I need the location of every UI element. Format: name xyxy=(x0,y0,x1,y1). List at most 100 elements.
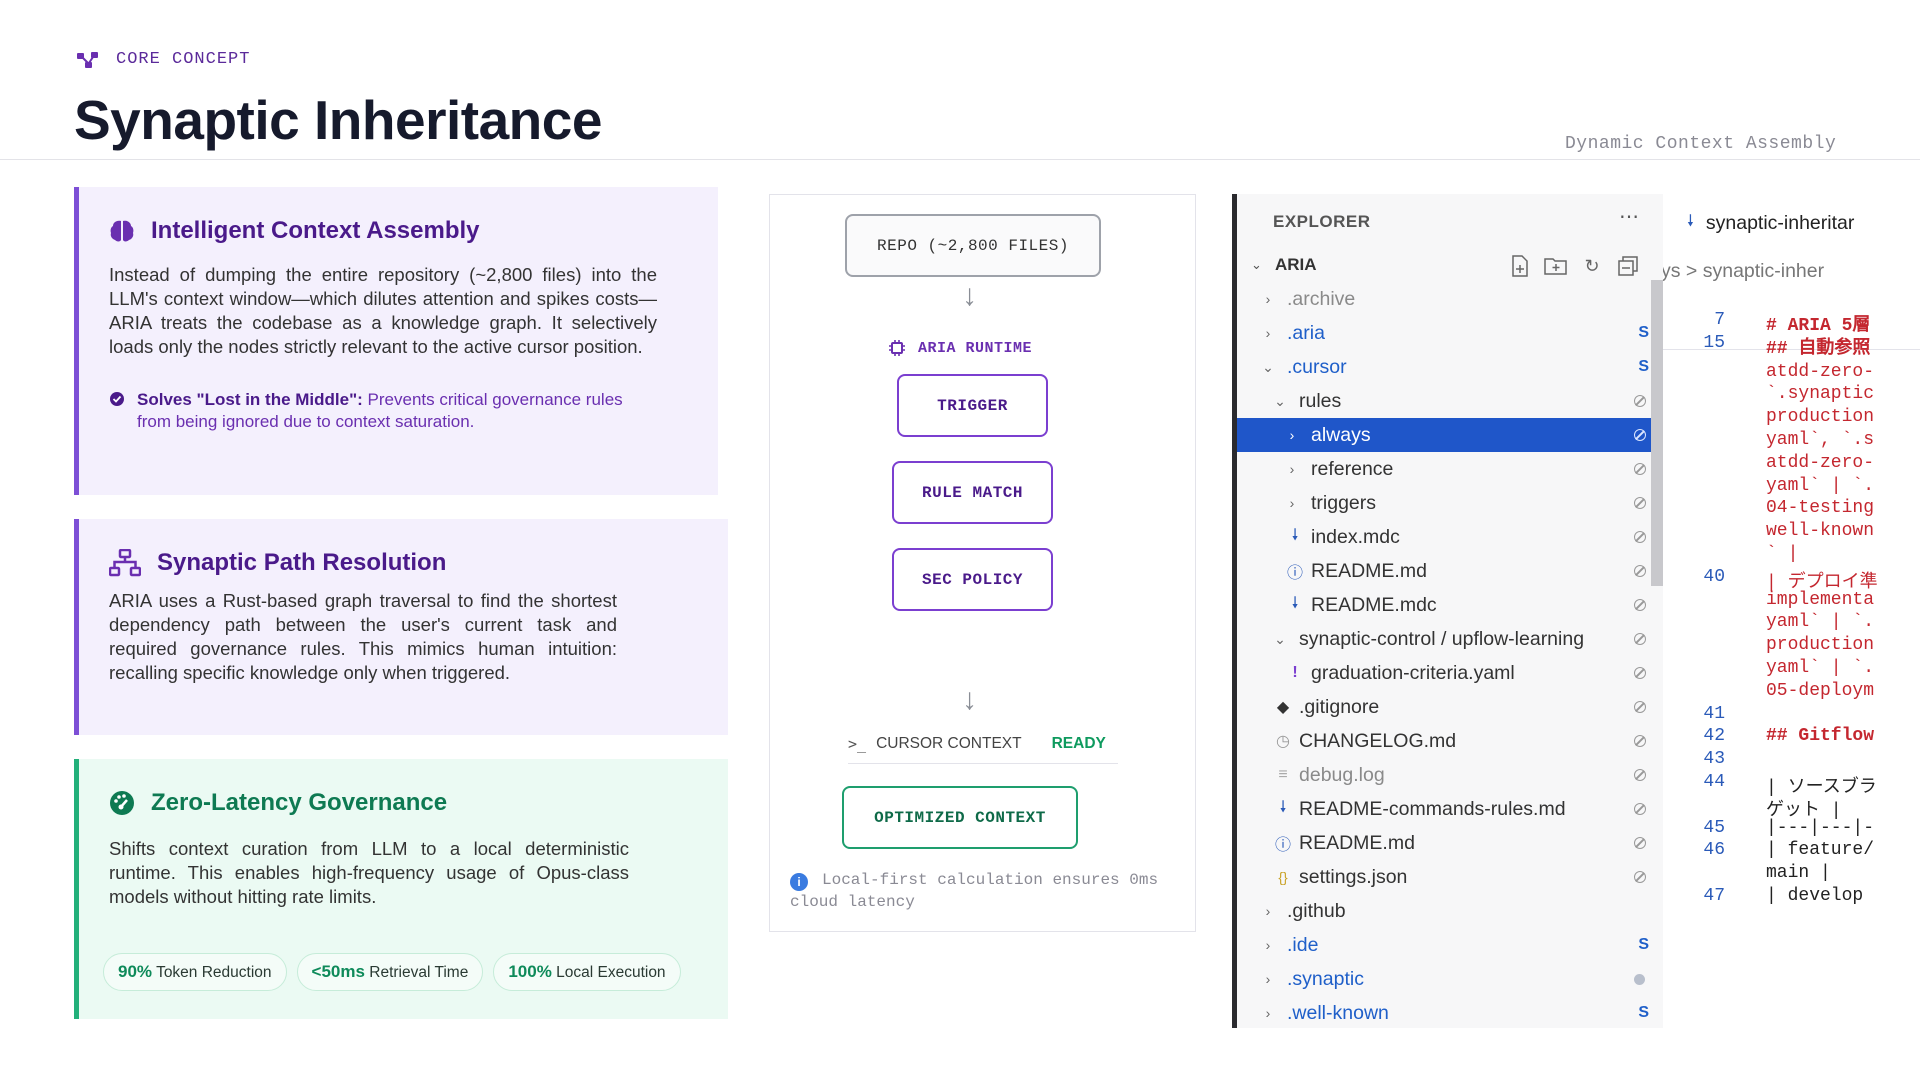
code-line: ## Gitflow xyxy=(1766,726,1875,747)
code-line: # ARIA 5層 xyxy=(1766,316,1871,336)
tree-item-gitignore[interactable]: ◆.gitignore xyxy=(1237,690,1663,724)
code-line: production xyxy=(1766,635,1875,656)
markdown-down-icon: 🠗 xyxy=(1687,213,1694,230)
markdown-down-icon: 🠗 xyxy=(1291,526,1299,544)
card-zero-latency: Zero-Latency Governance Shifts context c… xyxy=(74,759,728,1019)
sec-policy-node: SEC POLICY xyxy=(892,548,1053,611)
line-number: 46 xyxy=(1703,840,1725,861)
ignored-icon xyxy=(1634,395,1646,407)
stats-row: 90% Token Reduction <50ms Retrieval Time… xyxy=(103,953,681,991)
chip-icon xyxy=(889,340,905,356)
tree-item-github[interactable]: ›.github xyxy=(1265,899,1346,922)
clock-icon: ◷ xyxy=(1276,733,1290,750)
card-title: Zero-Latency Governance xyxy=(151,789,448,816)
code-line: 04-testing xyxy=(1766,498,1875,519)
refresh-icon[interactable]: ↻ xyxy=(1584,255,1600,276)
cursor-context-row: >_ CURSOR CONTEXT READY xyxy=(848,735,1118,764)
tree-item-readme-commands[interactable]: 🠗README-commands-rules.md xyxy=(1237,792,1663,826)
editor-tab[interactable]: 🠗synaptic-inheritar xyxy=(1687,210,1854,237)
json-icon: {} xyxy=(1278,869,1288,885)
tree-item-always[interactable]: ›always xyxy=(1237,418,1663,452)
code-line: ` | xyxy=(1766,544,1799,564)
brain-icon xyxy=(110,220,134,242)
file-explorer: EXPLORER ⋯ ⌄ ARIA ↻ ›.archive ›.aria S ⌄… xyxy=(1232,194,1663,1028)
ready-status: READY xyxy=(1051,735,1106,752)
yaml-icon: ! xyxy=(1292,664,1298,681)
code-line: atdd-zero- xyxy=(1766,361,1875,382)
ignored-icon xyxy=(1634,837,1646,849)
ignored-icon xyxy=(1634,599,1646,611)
more-actions-icon[interactable]: ⋯ xyxy=(1619,206,1639,228)
line-number: 15 xyxy=(1703,332,1725,353)
explorer-title: EXPLORER xyxy=(1273,212,1371,231)
code-line: well-known xyxy=(1766,521,1875,542)
gauge-icon xyxy=(110,791,134,815)
code-editor: 🠗synaptic-inheritar ys > synaptic-inher … xyxy=(1663,194,1920,1028)
status-badge: S xyxy=(1638,936,1649,953)
new-folder-icon[interactable] xyxy=(1543,254,1569,278)
tree-item-well-known[interactable]: ›.well-known S xyxy=(1265,1001,1649,1024)
card-synaptic-path: Synaptic Path Resolution ARIA uses a Rus… xyxy=(74,519,728,735)
tree-item-synaptic[interactable]: ›.synaptic xyxy=(1237,962,1663,996)
ignored-icon xyxy=(1634,497,1646,509)
tree-item-synaptic-control[interactable]: ⌄synaptic-control / upflow-learning xyxy=(1237,622,1663,656)
stat-retrieval-time: <50ms Retrieval Time xyxy=(296,953,484,991)
status-badge: S xyxy=(1638,324,1649,341)
stat-local-execution: 100% Local Execution xyxy=(493,953,681,991)
tree-item-cursor[interactable]: ⌄.cursor S xyxy=(1262,355,1649,378)
collapse-all-icon[interactable] xyxy=(1615,254,1641,278)
tree-item-rules[interactable]: ⌄rules xyxy=(1237,384,1663,418)
tree-item-settings-json[interactable]: {}settings.json xyxy=(1237,860,1663,894)
code-line: yaml` | `. xyxy=(1766,475,1875,496)
tree-item-triggers[interactable]: ›triggers xyxy=(1237,486,1663,520)
repo-node: REPO (~2,800 FILES) xyxy=(845,214,1101,277)
ignored-icon xyxy=(1634,531,1646,543)
ignored-icon xyxy=(1634,701,1646,713)
arrow-down-icon: ↓ xyxy=(962,279,977,312)
terminal-icon: >_ xyxy=(848,735,867,753)
ignored-icon xyxy=(1634,463,1646,475)
scrollbar[interactable] xyxy=(1651,280,1663,586)
code-line: yaml` | `. xyxy=(1766,658,1875,678)
tree-item-readme-mdc[interactable]: 🠗README.mdc xyxy=(1237,588,1663,622)
ignored-icon xyxy=(1634,667,1646,679)
check-badge-icon xyxy=(110,392,124,406)
line-number: 44 xyxy=(1703,772,1725,792)
tree-item-index-mdc[interactable]: 🠗index.mdc xyxy=(1237,520,1663,554)
tree-item-ide[interactable]: ›.ide S xyxy=(1265,933,1649,956)
explorer-root-aria[interactable]: ⌄ ARIA ↻ xyxy=(1237,248,1663,282)
tree-item-debug-log[interactable]: ≡debug.log xyxy=(1237,758,1663,792)
arrow-down-icon: ↓ xyxy=(962,683,977,716)
new-file-icon[interactable] xyxy=(1507,254,1533,278)
tree-item-reference[interactable]: ›reference xyxy=(1237,452,1663,486)
eyebrow: CORE CONCEPT xyxy=(76,50,250,69)
card-body: ARIA uses a Rust-based graph traversal t… xyxy=(109,590,617,683)
code-line: |---|---|- xyxy=(1766,817,1875,838)
code-line: 05-deploym xyxy=(1766,680,1875,701)
card-note: Solves "Lost in the Middle": Prevents cr… xyxy=(109,389,629,433)
code-line: `.synaptic xyxy=(1766,384,1875,405)
modified-dot-icon xyxy=(1634,973,1645,985)
code-line: ## 自動参照 xyxy=(1766,338,1871,359)
network-icon xyxy=(77,51,98,68)
card-intelligent-context: Intelligent Context Assembly Instead of … xyxy=(74,187,718,495)
code-line: yaml` | `. xyxy=(1766,612,1875,633)
code-line: | feature/ xyxy=(1766,840,1875,861)
markdown-down-icon: 🠗 xyxy=(1291,594,1299,612)
tree-item-aria[interactable]: ›.aria S xyxy=(1265,321,1649,344)
tree-item-archive[interactable]: ›.archive xyxy=(1265,287,1356,310)
card-body: Shifts context curation from LLM to a lo… xyxy=(109,838,629,907)
code-line: | デプロイ準 xyxy=(1766,572,1878,593)
tree-item-graduation-criteria[interactable]: !graduation-criteria.yaml xyxy=(1237,656,1663,690)
tree-item-changelog[interactable]: ◷CHANGELOG.md xyxy=(1237,724,1663,758)
breadcrumb[interactable]: ys > synaptic-inher xyxy=(1663,260,1825,282)
page-title: Synaptic Inheritance xyxy=(74,89,602,151)
right-caption: Dynamic Context Assembly xyxy=(1565,134,1837,154)
stat-token-reduction: 90% Token Reduction xyxy=(103,953,287,991)
sticky-scroll xyxy=(1663,294,1920,350)
runtime-label: ARIA RUNTIME xyxy=(888,339,1032,357)
line-number: 41 xyxy=(1703,703,1725,724)
